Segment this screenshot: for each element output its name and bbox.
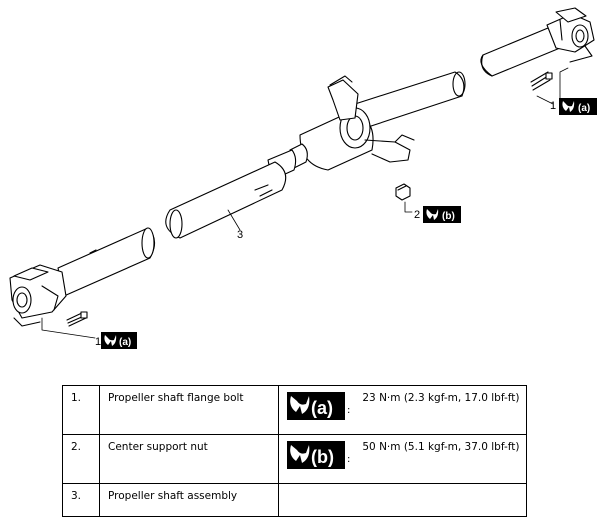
wrench-torque-icon: (a): [101, 332, 137, 349]
svg-text:(a): (a): [311, 398, 333, 418]
callout-front-bolt: 1 (a): [95, 332, 137, 349]
leader-lines: [41, 67, 569, 339]
callout-number: 2: [414, 209, 420, 221]
svg-text:(b): (b): [311, 447, 334, 467]
colon-separator: :: [347, 405, 351, 416]
rear-flange-bolt: [530, 71, 553, 91]
torque-spec-cell: (b) : 50 N·m (5.1 kgf-m, 37.0 lbf-ft): [278, 434, 527, 484]
propeller-shaft-exploded-diagram: 1 (a) 2 (b) 3 1 (a): [9, 7, 597, 349]
row-number: 3.: [62, 483, 100, 517]
rear-flange-yoke: [546, 7, 595, 63]
center-shaft-section: [267, 71, 466, 181]
table-row: 1. Propeller shaft flange bolt (a) : 23 …: [62, 385, 527, 435]
parts-torque-table: 1. Propeller shaft flange bolt (a) : 23 …: [62, 385, 527, 517]
part-name: Propeller shaft assembly: [99, 483, 279, 517]
svg-text:(a): (a): [578, 103, 590, 114]
callout-number: 1: [550, 100, 556, 112]
wrench-torque-icon: (a): [287, 392, 345, 420]
svg-text:(a): (a): [119, 337, 131, 348]
table-row: 3. Propeller shaft assembly: [62, 483, 527, 517]
wrench-torque-icon: (a): [559, 98, 597, 115]
center-support-nut: [395, 183, 411, 201]
callout-rear-bolt: 1 (a): [550, 98, 597, 115]
wrench-torque-icon: (b): [287, 441, 345, 469]
front-shaft-tube: [57, 227, 156, 297]
callout-number: 3: [237, 229, 243, 241]
part-name: Center support nut: [99, 434, 279, 484]
torque-spec-cell: [278, 483, 527, 517]
callout-center-nut: 2 (b): [414, 206, 461, 223]
front-flange-yoke: [9, 264, 67, 327]
row-number: 2.: [62, 434, 100, 484]
colon-separator: :: [347, 454, 351, 465]
part-name: Propeller shaft flange bolt: [99, 385, 279, 435]
front-flange-bolt: [66, 311, 88, 327]
wrench-torque-icon: (b): [423, 206, 461, 223]
torque-spec-cell: (a) : 23 N·m (2.3 kgf-m, 17.0 lbf-ft): [278, 385, 527, 435]
rear-shaft-tube: [480, 27, 561, 77]
callout-shaft-assembly: 3: [237, 229, 243, 241]
torque-value: 50 N·m (5.1 kgf-m, 37.0 lbf-ft): [362, 441, 520, 453]
middle-shaft-tube: [165, 161, 287, 239]
callout-number: 1: [95, 336, 101, 348]
row-number: 1.: [62, 385, 100, 435]
torque-value: 23 N·m (2.3 kgf-m, 17.0 lbf-ft): [362, 392, 520, 404]
table-row: 2. Center support nut (b) : 50 N·m (5.1 …: [62, 434, 527, 484]
svg-text:(b): (b): [442, 211, 455, 222]
